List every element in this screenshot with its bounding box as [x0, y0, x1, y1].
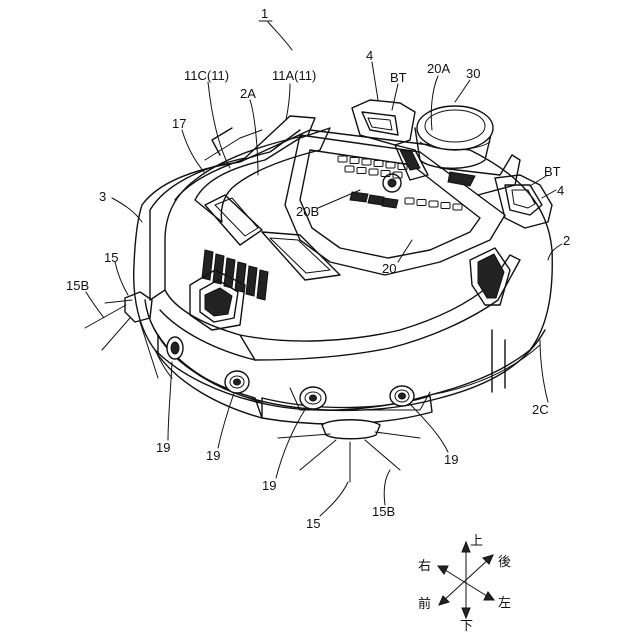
label-20b: 20B [296, 204, 319, 219]
panel-key [429, 201, 438, 207]
arrow-up-icon [462, 542, 470, 552]
label-15b-left: 15B [66, 278, 89, 293]
panel-key [453, 204, 462, 210]
panel-key [357, 168, 366, 174]
panel-key [350, 158, 359, 164]
arrow-right-icon [438, 566, 448, 574]
label-2: 2 [563, 233, 570, 248]
compass-front: 前 [418, 596, 431, 612]
grille-slat [257, 270, 268, 300]
panel-key [369, 169, 378, 175]
label-11a: 11A(11) [272, 68, 316, 83]
handle-right [495, 175, 552, 228]
label-15-left: 15 [104, 250, 118, 265]
label-11c: 11C(11) [184, 68, 229, 83]
label-19-c: 19 [262, 478, 276, 493]
compass-back: 後 [498, 555, 511, 570]
label-19-b: 19 [206, 448, 220, 463]
direction-compass: 上 後 右 左 前 下 [418, 534, 511, 634]
label-15-front: 15 [306, 516, 320, 531]
label-17: 17 [172, 116, 186, 131]
arrow-down-icon [462, 608, 470, 618]
panel-key [345, 166, 354, 172]
compass-up: 上 [470, 534, 483, 549]
sensor-left [167, 337, 183, 359]
label-19-d: 19 [444, 452, 458, 467]
label-20: 20 [382, 261, 396, 276]
sensor-front-left [225, 371, 249, 393]
label-15b-front: 15B [372, 504, 395, 519]
compass-down: 下 [460, 619, 473, 634]
compass-left: 左 [498, 596, 511, 611]
panel-key [381, 171, 390, 177]
arrow-left-icon [484, 592, 494, 600]
compass-right: 右 [418, 559, 431, 574]
handle-left [352, 100, 415, 145]
label-4-right: 4 [557, 183, 564, 198]
label-20a: 20A [427, 61, 450, 76]
label-2a: 2A [240, 86, 256, 101]
sensor-front-right [390, 386, 414, 406]
sensor-front-center [300, 387, 326, 409]
panel-key [417, 200, 426, 206]
grille-slat [202, 250, 213, 280]
label-2c: 2C [532, 402, 549, 417]
label-bt-right: BT [544, 164, 561, 179]
panel-key [362, 159, 371, 165]
label-1: 1 [261, 6, 268, 21]
label-bt-left: BT [390, 70, 407, 85]
label-4-left: 4 [366, 48, 373, 63]
side-brush-left [85, 292, 158, 378]
panel-key [441, 203, 450, 209]
label-30: 30 [466, 66, 480, 81]
label-19-a: 19 [156, 440, 170, 455]
grille-slat [224, 258, 235, 288]
panel-key [405, 198, 414, 204]
panel-key [338, 156, 347, 162]
upper-cover [150, 116, 520, 360]
panel-key [374, 161, 383, 167]
grille-slat [246, 266, 257, 296]
side-brush-front [278, 420, 420, 482]
label-3: 3 [99, 189, 106, 204]
